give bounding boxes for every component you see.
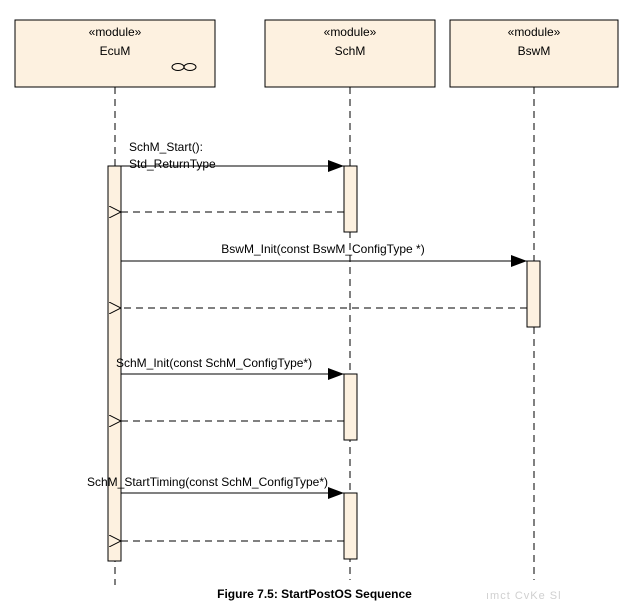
activation-bar-schm-init	[343, 373, 358, 441]
participant-stereotype-bswm: «module»	[508, 25, 561, 39]
message-label-schm-start-line2: Std_ReturnType	[129, 157, 216, 171]
participant-name-bswm: BswM	[518, 44, 551, 58]
activation-bar-schm-start	[343, 165, 358, 233]
message-label-schm-starttiming: SchM_StartTiming(const SchM_ConfigType*)	[87, 475, 328, 489]
activation-bar-schm-starttiming	[343, 492, 358, 560]
participant-ecum: «module» EcuM	[14, 19, 216, 88]
participant-bswm: «module» BswM	[449, 19, 619, 88]
message-label-bswm-init: BswM_Init(const BswM_ConfigType *)	[221, 242, 424, 256]
activation-bar-bswm-init	[526, 260, 541, 328]
message-label-schm-start-line1: SchM_Start():	[129, 140, 203, 154]
message-label-schm-init: SchM_Init(const SchM_ConfigType*)	[116, 356, 312, 370]
participant-box-ecum	[14, 19, 216, 88]
participant-name-ecum: EcuM	[100, 44, 131, 58]
infinity-icon	[171, 63, 197, 71]
participant-schm: «module» SchM	[264, 19, 436, 88]
participant-name-schm: SchM	[335, 44, 366, 58]
watermark-text: ımct CvKe Sl	[486, 590, 562, 602]
participant-box-bswm	[449, 19, 619, 88]
figure-caption: Figure 7.5: StartPostOS Sequence	[217, 587, 412, 601]
activation-bar-ecum	[107, 165, 122, 562]
participant-stereotype-ecum: «module»	[89, 25, 142, 39]
participant-stereotype-schm: «module»	[324, 25, 377, 39]
